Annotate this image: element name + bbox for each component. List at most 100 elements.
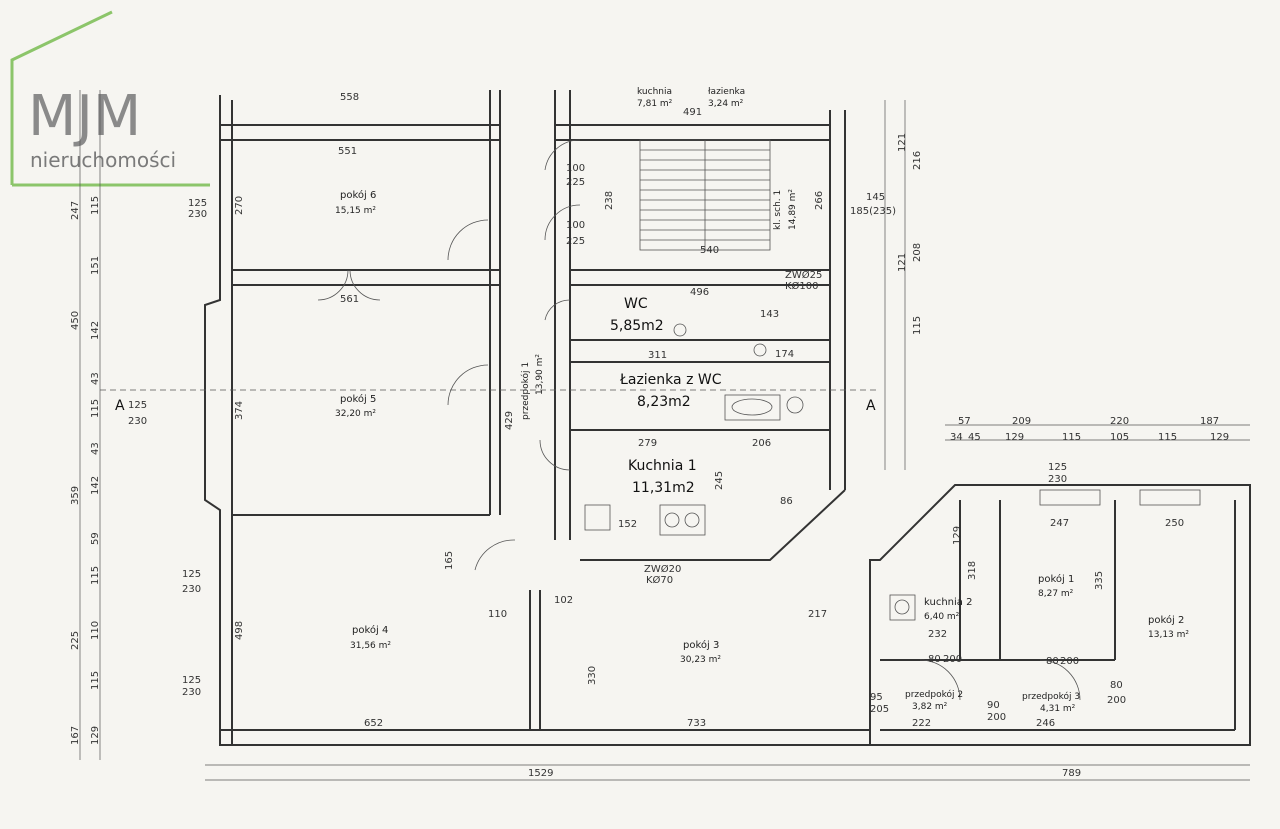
doors: [317, 139, 1081, 701]
dim-label: 110: [90, 621, 101, 640]
dim-label: 115: [90, 196, 101, 215]
dim-label: 270: [234, 196, 245, 215]
dim-label: 142: [90, 321, 101, 340]
dim-label: 125: [188, 198, 207, 209]
dim-label: 558: [340, 92, 359, 103]
staircase: [639, 139, 771, 251]
dim-label: 216: [912, 151, 923, 170]
logo-name: MJM: [28, 84, 141, 149]
dim-label: 247: [1050, 518, 1069, 529]
wc-label: WC: [624, 296, 648, 312]
dim-label: 238: [604, 191, 615, 210]
dim-label: 129: [1005, 432, 1024, 443]
dim-label: 151: [90, 256, 101, 275]
dim-label: 142: [90, 476, 101, 495]
dim-label: 733: [687, 718, 706, 729]
fixtures: [584, 323, 1201, 621]
logo: MJM nieruchomości: [10, 10, 210, 187]
pokoj3-area: 30,23 m²: [680, 655, 721, 665]
dim-label: 498: [234, 621, 245, 640]
dim-label: 167: [70, 726, 81, 745]
dim-label: 209: [1012, 416, 1031, 427]
dimension-numbers: 558 551 561 491 496 311 279 540 206 152 …: [70, 92, 1229, 779]
dim-label: 217: [808, 609, 827, 620]
dim-label: 165: [444, 551, 455, 570]
dim-label: 90: [987, 700, 1000, 711]
dim-label: 359: [70, 486, 81, 505]
dim-label: 266: [814, 191, 825, 210]
pokoj5-area: 32,20 m²: [335, 409, 376, 419]
dim-label: 200: [943, 654, 962, 665]
dim-label: 246: [1036, 718, 1055, 729]
dim-label: 121: [897, 253, 908, 272]
dim-label: 220: [1110, 416, 1129, 427]
dim-label: 330: [587, 666, 598, 685]
lazienka-top-area: 3,24 m²: [708, 99, 744, 109]
dim-label: 561: [340, 294, 359, 305]
dim-label: 110: [488, 609, 507, 620]
dim-label: 43: [90, 372, 101, 385]
dim-label: 450: [70, 311, 81, 330]
dim-label: 45: [968, 432, 981, 443]
dim-label: 115: [1062, 432, 1081, 443]
dim-label: 59: [90, 532, 101, 545]
pokoj6-area: 15,15 m²: [335, 206, 376, 216]
dim-label: 250: [1165, 518, 1184, 529]
dim-label: 115: [1158, 432, 1177, 443]
lazienka-label: Łazienka z WC: [619, 372, 722, 388]
dim-label: 125: [1048, 462, 1067, 473]
klatka-label: kl. sch. 1: [773, 190, 783, 230]
dim-label: 230: [128, 416, 147, 427]
dim-label: 230: [182, 584, 201, 595]
dim-label: 100: [566, 163, 585, 174]
pokoj1-area: 8,27 m²: [1038, 589, 1074, 599]
pokoj4-label: pokój 4: [352, 624, 388, 636]
kuchnia1-label: Kuchnia 1: [628, 458, 697, 474]
dim-label: KØ100: [785, 280, 819, 292]
dim-label: 152: [618, 519, 637, 530]
dim-label: 187: [1200, 416, 1219, 427]
dim-label: 43: [90, 442, 101, 455]
dim-label: ZWØ25: [785, 269, 822, 281]
przedpokoj2-label: przedpokój 2: [905, 689, 963, 700]
logo-roof: [10, 10, 113, 185]
dim-label: 335: [1094, 571, 1105, 590]
dim-label: 115: [90, 671, 101, 690]
dim-label: 80: [928, 654, 941, 665]
dim-label: 245: [714, 471, 725, 490]
dim-label: 115: [90, 399, 101, 418]
dim-label: ZWØ20: [644, 563, 681, 575]
dim-label: 230: [1048, 474, 1067, 485]
pokoj6-label: pokój 6: [340, 189, 376, 201]
dim-label: 225: [70, 631, 81, 650]
dim-label: 429: [504, 411, 515, 430]
pokoj5-label: pokój 5: [340, 393, 376, 405]
dim-label: KØ70: [646, 574, 673, 586]
dim-label: 129: [90, 726, 101, 745]
dim-label: 143: [760, 309, 779, 320]
dim-label: 121: [897, 133, 908, 152]
dim-label: 230: [188, 209, 207, 220]
dim-label: 125: [182, 675, 201, 686]
pokoj2-label: pokój 2: [1148, 614, 1184, 626]
pokoj4-area: 31,56 m²: [350, 641, 391, 651]
kuchnia2-area: 6,40 m²: [924, 612, 960, 622]
dim-label: 225: [566, 177, 585, 188]
dim-label: 222: [912, 718, 931, 729]
dim-label: 200: [1107, 695, 1126, 706]
pokoj1-label: pokój 1: [1038, 573, 1074, 585]
dim-label: 80: [1046, 656, 1059, 667]
dim-label: 57: [958, 416, 971, 427]
przedpokoj2-area: 3,82 m²: [912, 702, 948, 712]
kuchnia2-label: kuchnia 2: [924, 597, 972, 608]
dim-label: 125: [128, 400, 147, 411]
dim-label: 115: [90, 566, 101, 585]
dim-label: 247: [70, 201, 81, 220]
przedpokoj3-label: przedpokój 3: [1022, 691, 1080, 702]
dim-label: 105: [1110, 432, 1129, 443]
dim-label: 86: [780, 496, 793, 507]
dim-label: 174: [775, 349, 794, 360]
dim-label: 34: [950, 432, 963, 443]
dim-label: 789: [1062, 768, 1081, 779]
dim-label: 129: [1210, 432, 1229, 443]
